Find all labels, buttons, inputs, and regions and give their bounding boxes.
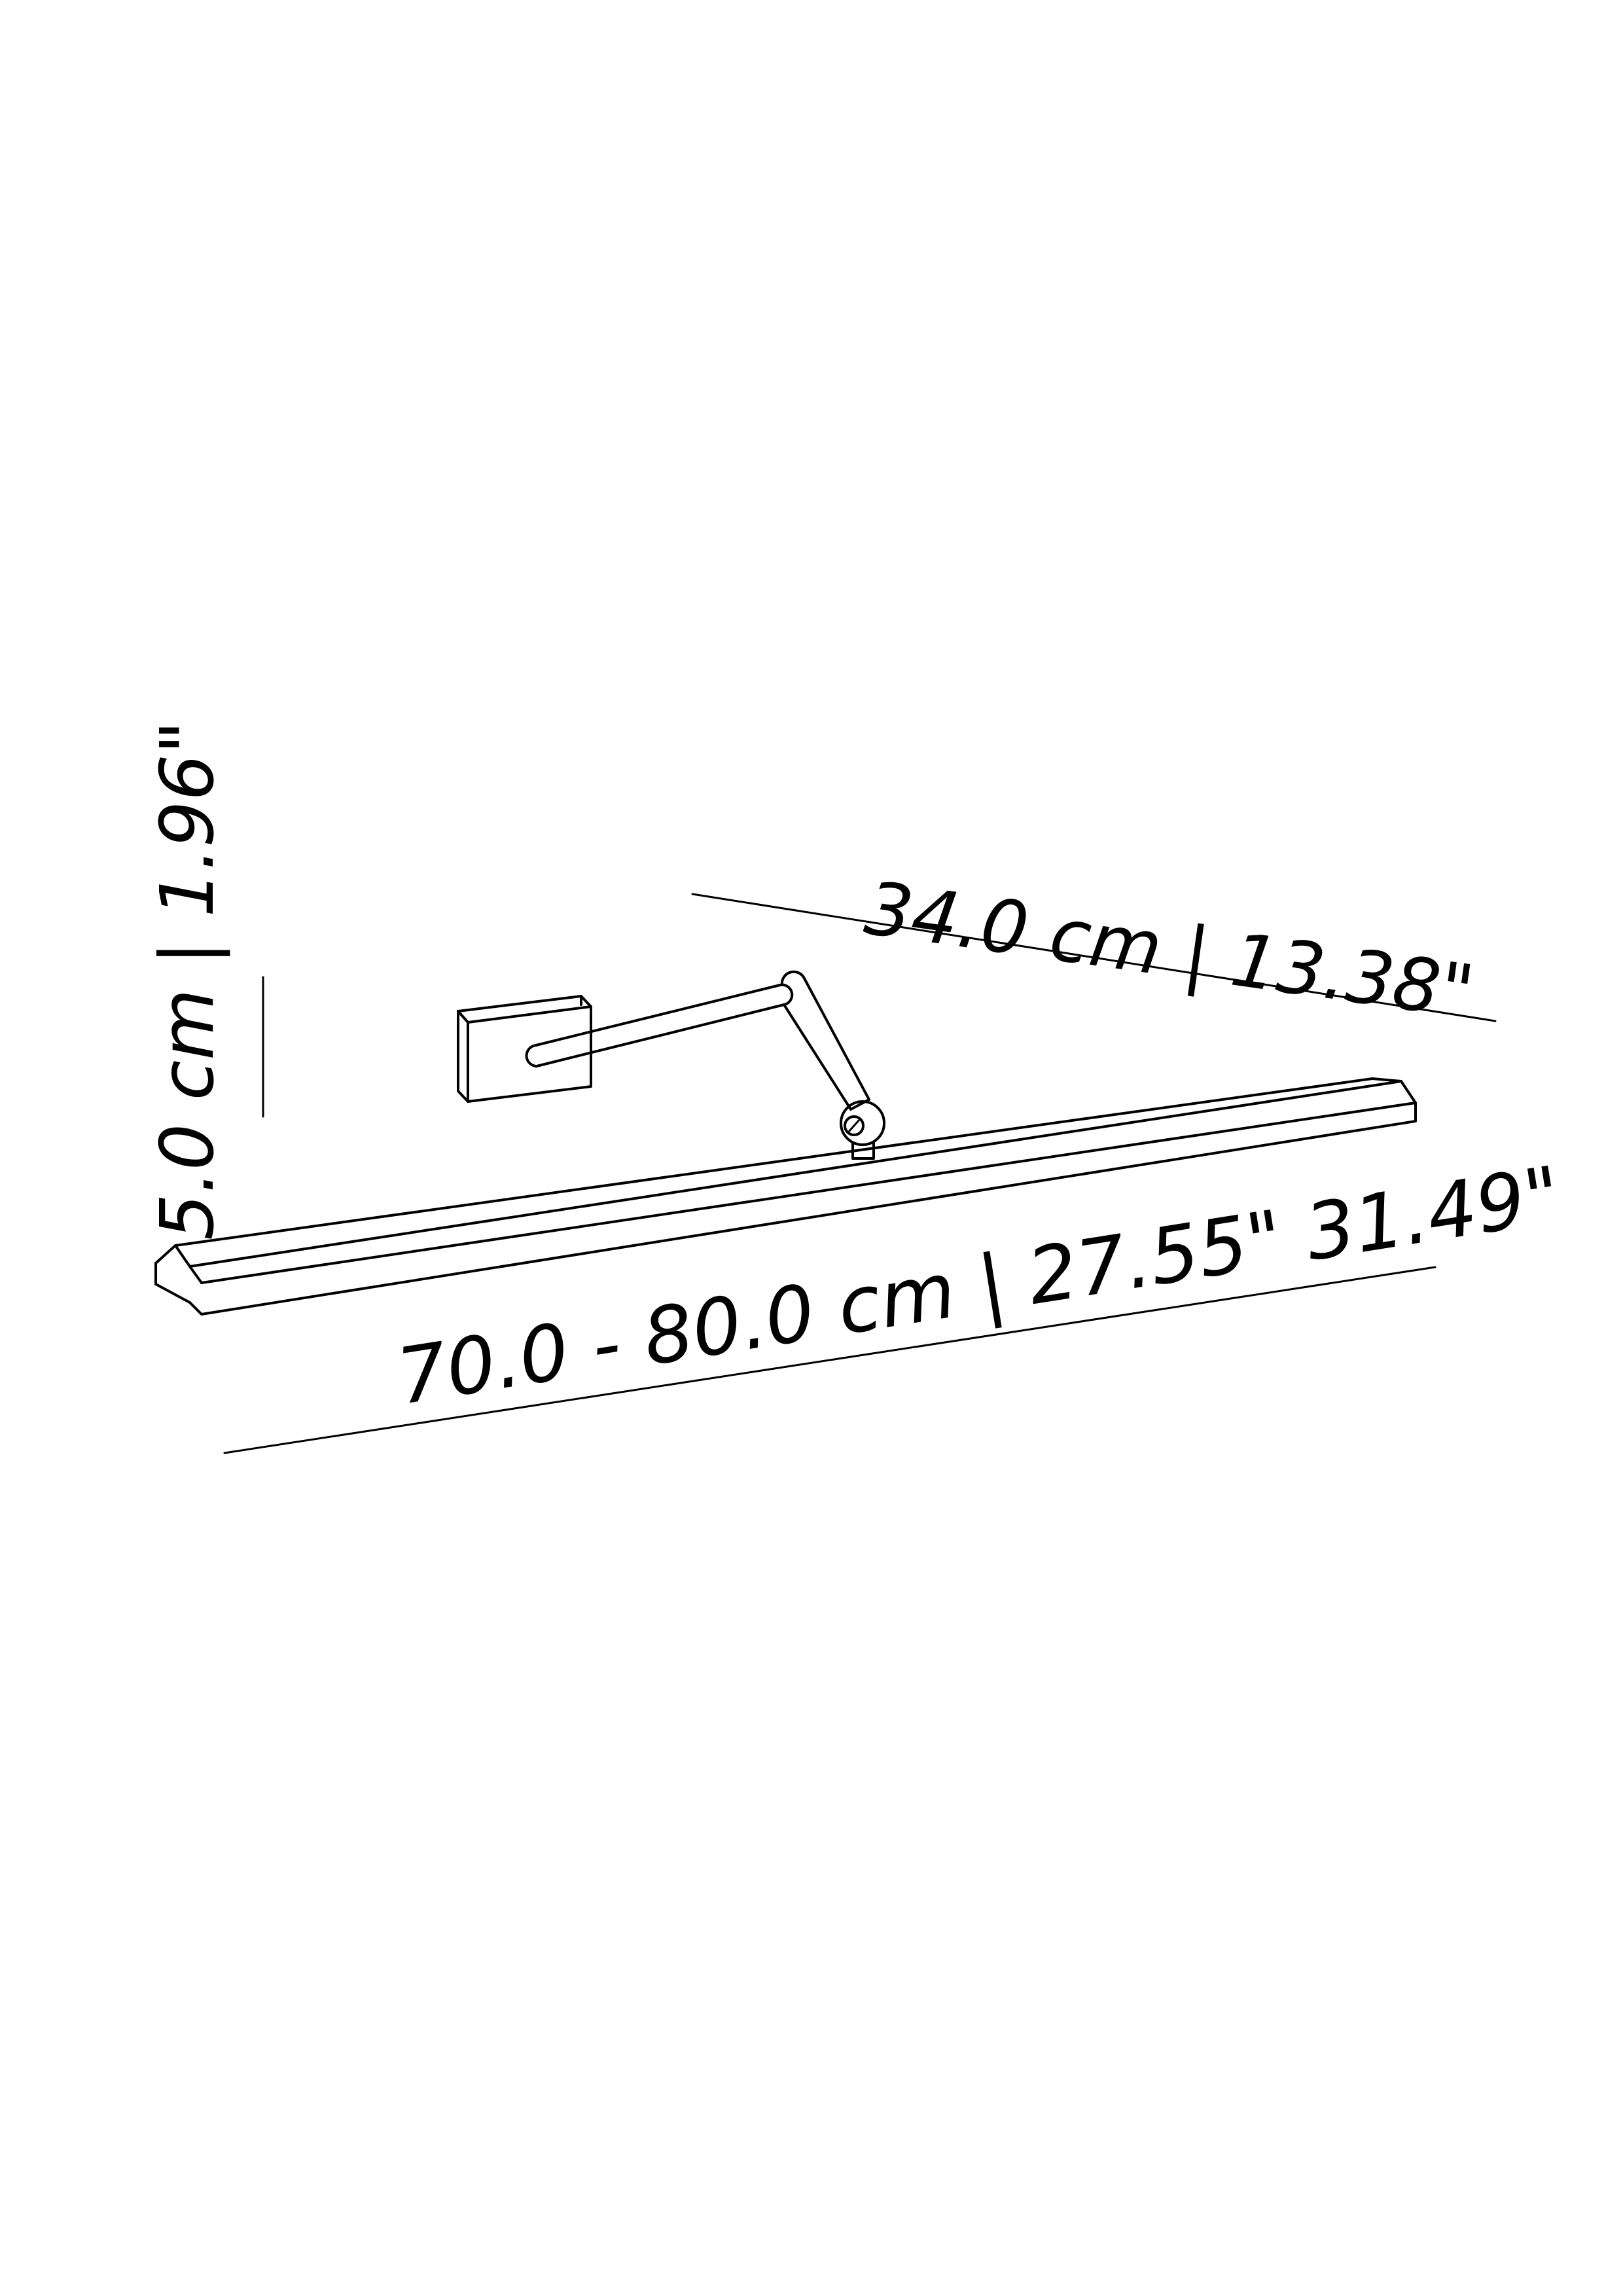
wall-mount-plate (457, 995, 592, 1103)
light-bar (154, 1077, 1417, 1316)
arm-length-label: 34.0 cm | 13.38" (860, 866, 1479, 1035)
height-label: 5.0 cm | 1.96" (145, 721, 230, 1240)
length-dimension-line (223, 1266, 1436, 1454)
lamp-arm-angled (780, 970, 870, 1111)
arm-dimension-line (691, 893, 1497, 1022)
